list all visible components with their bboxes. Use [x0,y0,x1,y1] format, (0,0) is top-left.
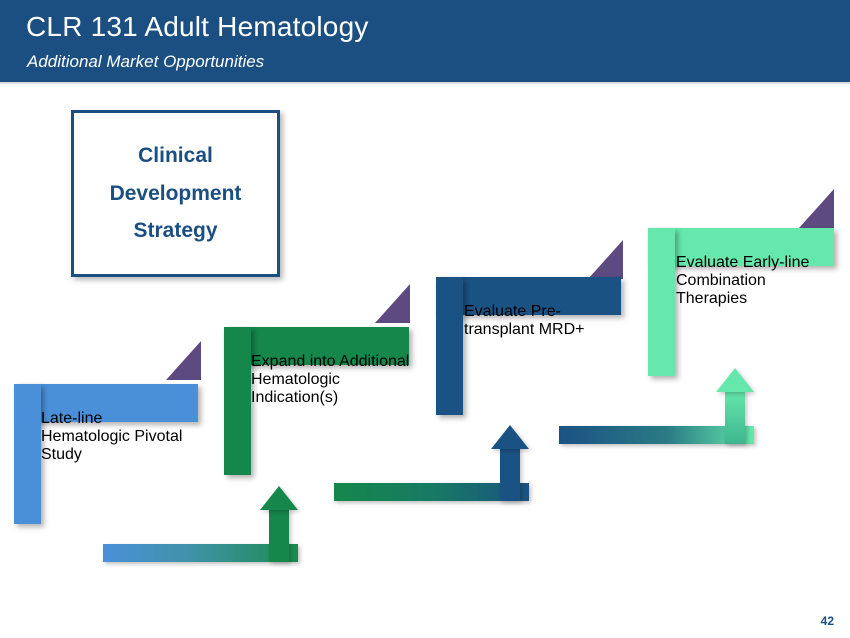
step-4-left-bar [648,228,675,376]
step-3-top-bar [436,277,621,315]
step-1-late-line-hematologic-pivotal-study [14,384,198,524]
connector-arrow-2-vertical [500,447,520,501]
strategy-box-line-1: Clinical [138,143,213,167]
purple-triangle-marker-2 [375,284,410,323]
connector-arrow-2 [334,425,529,501]
purple-triangle-marker-3 [588,240,623,279]
header-band [0,0,850,82]
strategy-box-line-2: Development [109,181,242,205]
step-1-label: Late-line Hematologic Pivotal Study [41,410,183,463]
connector-arrow-2-head [491,425,529,449]
step-3-evaluate-pre-transplant-mrd [436,277,621,415]
step-1-left-bar [14,384,41,524]
purple-triangle-marker-4 [799,189,834,228]
page-number: 42 [820,614,834,628]
header-divider [0,82,850,84]
connector-arrow-3 [559,368,754,444]
page-subtitle: Additional Market Opportunities [27,52,265,71]
connector-arrow-1 [103,486,298,562]
clinical-development-strategy-box: Clinical Development Strategy [71,110,280,277]
step-4-top-bar [648,228,834,266]
step-1-top-bar [14,384,198,422]
step-4-label: Evaluate Early-line Combination Therapie… [676,254,810,307]
connector-arrow-1-horizontal [103,544,298,562]
step-2-label: Expand into Additional Hematologic Indic… [251,353,410,406]
step-2-expand-into-additional-hematologic-indications [224,327,409,475]
connector-arrow-3-head [716,368,754,392]
strategy-box-line-3: Strategy [133,219,218,243]
step-2-top-bar [224,327,409,365]
step-4-evaluate-early-line-combination-therapies [648,228,834,376]
connector-arrow-1-vertical [269,508,289,562]
page-title: CLR 131 Adult Hematology [26,11,369,42]
step-2-left-bar [224,327,251,475]
connector-arrow-3-vertical [725,390,745,444]
purple-triangle-marker-1 [166,341,201,380]
step-3-left-bar [436,277,463,415]
step-3-label: Evaluate Pre-transplant MRD+ [464,303,585,338]
connector-arrow-3-horizontal [559,426,754,444]
connector-arrow-2-horizontal [334,483,529,501]
connector-arrow-1-head [260,486,298,510]
